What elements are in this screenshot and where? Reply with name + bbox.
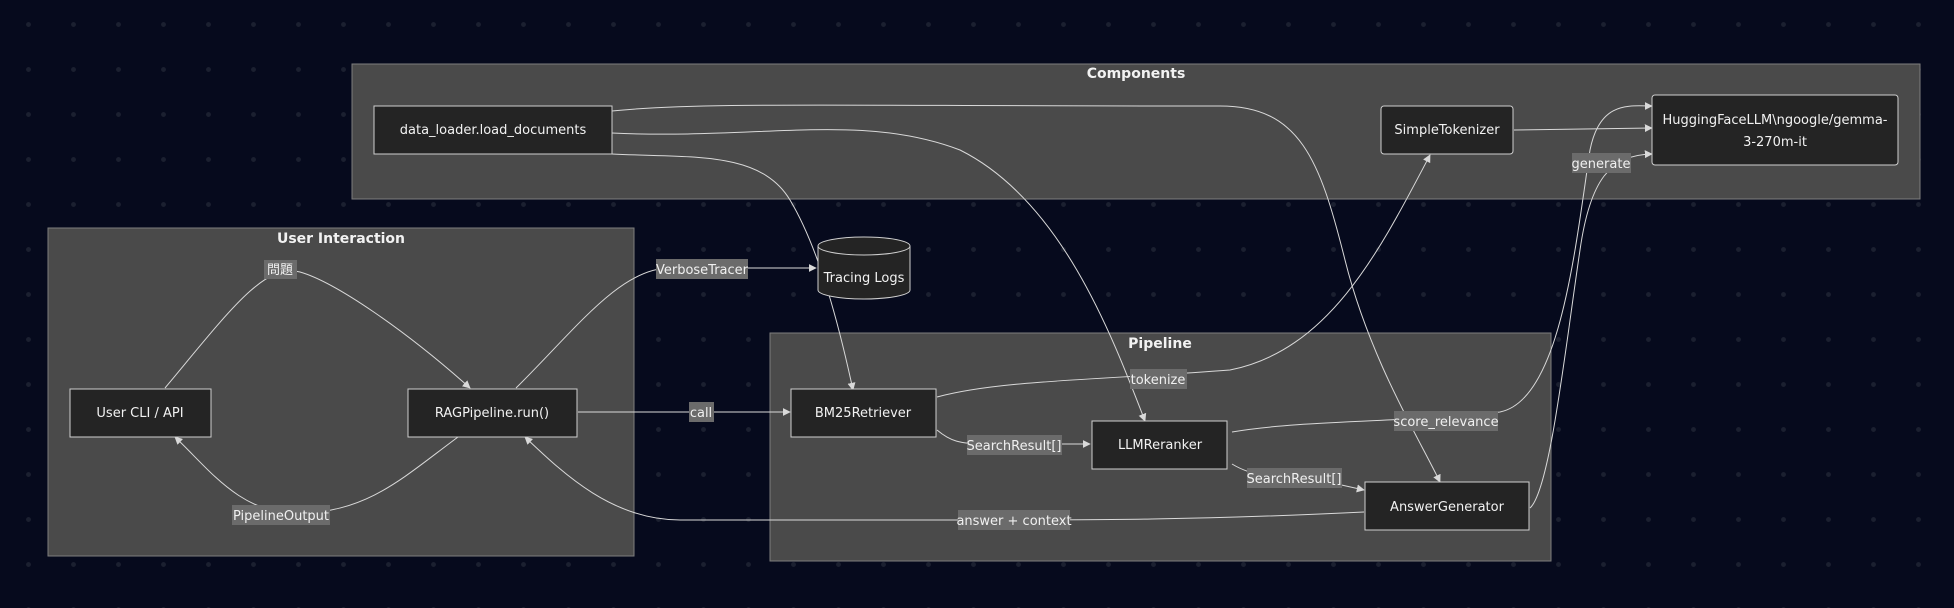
node-user-cli[interactable]: User CLI / API [69, 388, 212, 438]
node-simple-tokenizer-label: SimpleTokenizer [1394, 123, 1500, 138]
edge-label-score-relevance-text: score_relevance [1393, 415, 1498, 430]
edge-label-pipeline-output-text: PipelineOutput [233, 509, 329, 524]
node-rag-pipeline[interactable]: RAGPipeline.run() [407, 388, 578, 438]
node-huggingface-llm[interactable]: HuggingFaceLLM\ngoogle/gemma- 3-270m-it [1651, 94, 1899, 166]
edge-reranker-to-llm [1231, 101, 1653, 433]
edge-label-call: call [689, 402, 714, 422]
edge-loader-to-reranker [611, 129, 1147, 422]
edge-user-to-rag [164, 270, 471, 389]
node-data-loader[interactable]: data_loader.load_documents [373, 105, 613, 155]
edge-label-search-result-2: SearchResult[] [1247, 468, 1342, 488]
edge-label-generate: generate [1572, 153, 1631, 173]
edge-label-search-result-2-text: SearchResult[] [1247, 472, 1342, 487]
edge-label-call-text: call [690, 406, 712, 421]
node-answer-generator[interactable]: AnswerGenerator [1364, 481, 1530, 531]
node-llm-reranker-label: LLMReranker [1118, 438, 1203, 453]
edge-label-pipeline-output: PipelineOutput [232, 505, 330, 525]
node-llm-reranker[interactable]: LLMReranker [1091, 420, 1228, 470]
node-tracing-logs[interactable]: Tracing Logs [817, 236, 911, 300]
edge-loader-to-bm25 [611, 153, 856, 391]
edge-label-search-result-1: SearchResult[] [967, 435, 1062, 455]
edge-label-verbose-tracer: VerboseTracer [656, 259, 749, 279]
node-bm25-retriever[interactable]: BM25Retriever [790, 388, 937, 438]
cluster-pipeline-title: Pipeline [1128, 336, 1192, 352]
edge-label-answer-context-text: answer + context [956, 514, 1071, 529]
edge-tokenizer-to-llm [1513, 124, 1653, 133]
edge-label-search-result-1-text: SearchResult[] [967, 439, 1062, 454]
edge-label-verbose-tracer-text: VerboseTracer [656, 263, 749, 278]
node-huggingface-llm-label-line2: 3-270m-it [1743, 135, 1807, 150]
node-rag-pipeline-label: RAGPipeline.run() [435, 406, 549, 421]
cluster-user-interaction-title: User Interaction [277, 231, 405, 247]
edge-generator-to-llm [1529, 150, 1653, 509]
edge-loader-to-generator [611, 104, 1441, 483]
edge-label-score-relevance: score_relevance [1393, 411, 1499, 431]
node-simple-tokenizer[interactable]: SimpleTokenizer [1380, 105, 1514, 155]
cluster-components-title: Components [1087, 66, 1186, 82]
node-huggingface-llm-label-line1: HuggingFaceLLM\ngoogle/gemma- [1663, 113, 1888, 128]
edge-label-question-text: 問題 [267, 263, 293, 278]
node-data-loader-label: data_loader.load_documents [400, 123, 587, 138]
edge-label-generate-text: generate [1572, 157, 1631, 172]
edge-label-tokenize-text: tokenize [1131, 373, 1186, 388]
edge-bm25-to-tokenizer [936, 154, 1431, 398]
node-bm25-retriever-label: BM25Retriever [815, 406, 912, 421]
edge-label-answer-context: answer + context [956, 510, 1072, 530]
edge-label-question: 問題 [264, 260, 297, 279]
node-tracing-logs-label: Tracing Logs [823, 271, 905, 286]
node-answer-generator-label: AnswerGenerator [1390, 500, 1505, 515]
edge-label-tokenize: tokenize [1130, 369, 1187, 389]
node-user-cli-label: User CLI / API [96, 406, 183, 421]
